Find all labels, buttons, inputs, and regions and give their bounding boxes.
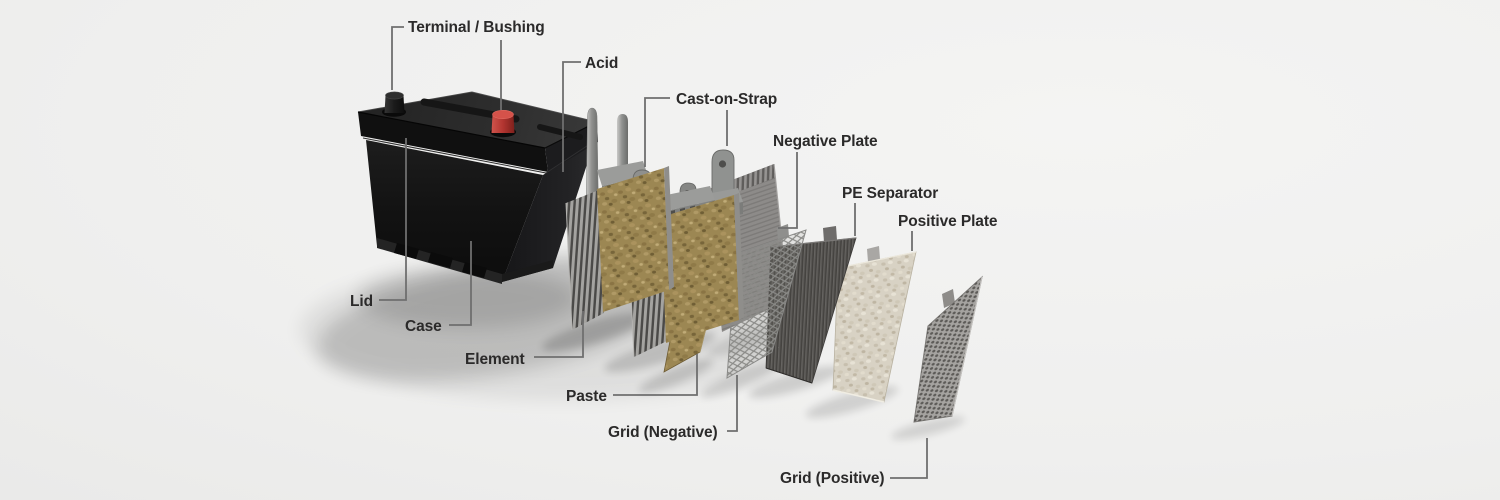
element-stack-1 <box>565 107 674 331</box>
battery-lid-top <box>358 92 597 148</box>
leader-element <box>534 311 584 358</box>
positive-plate <box>832 246 917 403</box>
leader-cast-on-strap <box>644 97 670 167</box>
grid-positive-tab <box>942 289 955 308</box>
stack1-plate-edges <box>566 190 604 330</box>
label-acid: Acid <box>585 55 618 72</box>
leader-acid <box>562 61 581 172</box>
label-cast-on-strap: Cast-on-Strap <box>676 91 777 108</box>
label-lid: Lid <box>350 293 373 310</box>
pe-separator-tab <box>823 226 837 242</box>
terminal-post-1 <box>585 107 599 214</box>
stack2-paste-face <box>661 195 739 343</box>
label-paste: Paste <box>566 388 607 405</box>
leader-grid-negative <box>727 375 738 432</box>
battery <box>357 91 598 284</box>
grid-positive <box>913 275 983 423</box>
label-case: Case <box>405 318 442 335</box>
stack1-paste-face <box>597 168 669 312</box>
label-grid-negative: Grid (Negative) <box>608 424 718 441</box>
leader-grid-positive <box>890 438 928 479</box>
lid-band-front <box>358 112 548 172</box>
labels-layer: Terminal / BushingAcidCast-on-StrapNegat… <box>350 19 998 487</box>
label-pe-separator: PE Separator <box>842 185 938 202</box>
leader-terminal-bushing <box>391 26 404 90</box>
battery-case-right <box>502 140 595 282</box>
lid-band-right <box>545 122 598 172</box>
leader-negative-plate <box>778 152 798 229</box>
label-element: Element <box>465 351 525 368</box>
terminal-negative <box>382 91 406 117</box>
positive-plate-tab <box>867 246 880 262</box>
leader-lid <box>379 138 407 301</box>
leader-paste <box>613 354 698 396</box>
label-negative-plate: Negative Plate <box>773 133 878 150</box>
battery-case-front <box>366 140 543 282</box>
label-grid-positive: Grid (Positive) <box>780 470 884 487</box>
label-terminal-bushing: Terminal / Bushing <box>408 19 545 36</box>
terminal-positive <box>490 110 516 138</box>
label-positive-plate: Positive Plate <box>898 213 998 230</box>
leader-case <box>449 241 472 326</box>
